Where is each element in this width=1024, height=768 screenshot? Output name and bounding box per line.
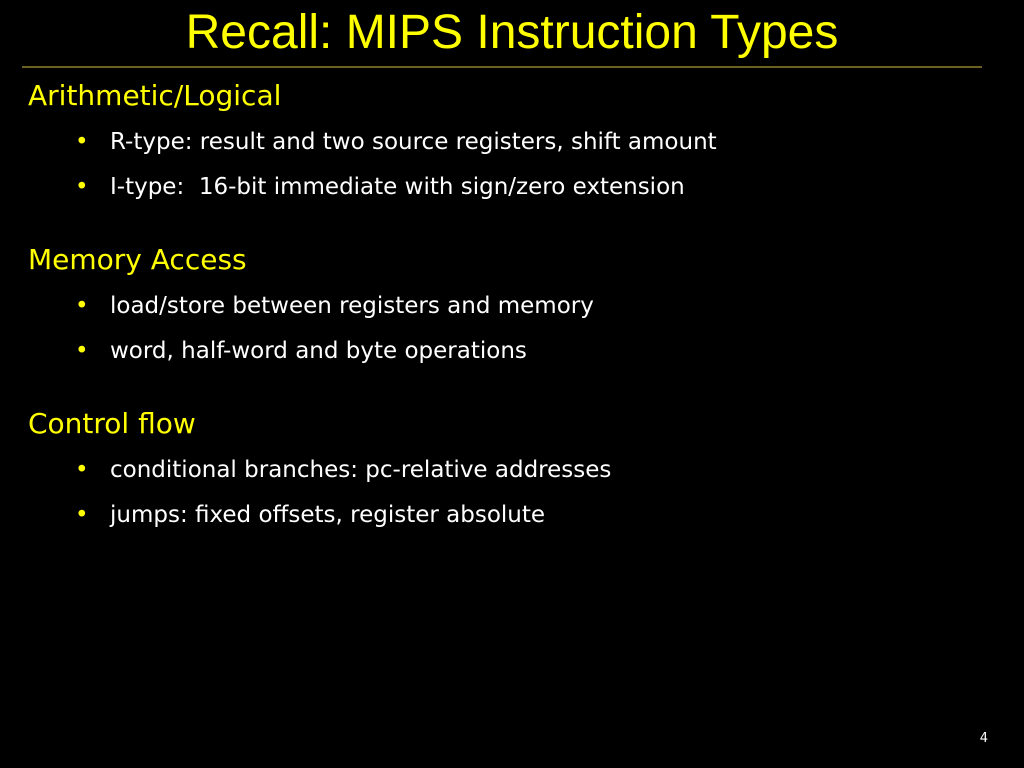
bullet-text: jumps: fixed offsets, register absolute <box>110 502 546 528</box>
title-divider <box>22 66 982 68</box>
bullet-text: word, half-word and byte operations <box>110 338 527 364</box>
section-heading: Arithmetic/Logical <box>28 79 282 112</box>
bullet-item: • I-type: 16-bit immediate with sign/zer… <box>28 165 988 210</box>
section-control-flow: Control flow • conditional branches: pc-… <box>28 404 988 538</box>
bullet-item: • conditional branches: pc-relative addr… <box>28 448 988 493</box>
bullet-item: • word, half-word and byte operations <box>28 329 988 374</box>
bullet-marker-icon: • <box>75 457 89 483</box>
slide-title: Recall: MIPS Instruction Types <box>185 6 839 59</box>
bullet-marker-icon: • <box>75 293 89 319</box>
section-arithmetic-logical: Arithmetic/Logical • R-type: result and … <box>28 76 988 210</box>
bullet-item: • load/store between registers and memor… <box>28 284 988 329</box>
page-number: 4 <box>979 731 988 746</box>
bullet-marker-icon: • <box>75 502 89 528</box>
bullet-marker-icon: • <box>75 338 89 364</box>
bullet-marker-icon: • <box>75 174 89 200</box>
bullet-text: load/store between registers and memory <box>110 293 594 319</box>
bullet-marker-icon: • <box>75 129 89 155</box>
slide-content: Arithmetic/Logical • R-type: result and … <box>28 76 988 568</box>
bullet-list: • R-type: result and two source register… <box>28 120 988 210</box>
section-memory-access: Memory Access • load/store between regis… <box>28 240 988 374</box>
bullet-list: • load/store between registers and memor… <box>28 284 988 374</box>
bullet-text: R-type: result and two source registers,… <box>110 129 717 155</box>
bullet-text: conditional branches: pc-relative addres… <box>110 457 612 483</box>
bullet-list: • conditional branches: pc-relative addr… <box>28 448 988 538</box>
section-heading: Memory Access <box>28 243 247 276</box>
bullet-item: • jumps: fixed offsets, register absolut… <box>28 493 988 538</box>
section-heading: Control flow <box>28 407 196 440</box>
bullet-text: I-type: 16-bit immediate with sign/zero … <box>110 174 685 200</box>
bullet-item: • R-type: result and two source register… <box>28 120 988 165</box>
